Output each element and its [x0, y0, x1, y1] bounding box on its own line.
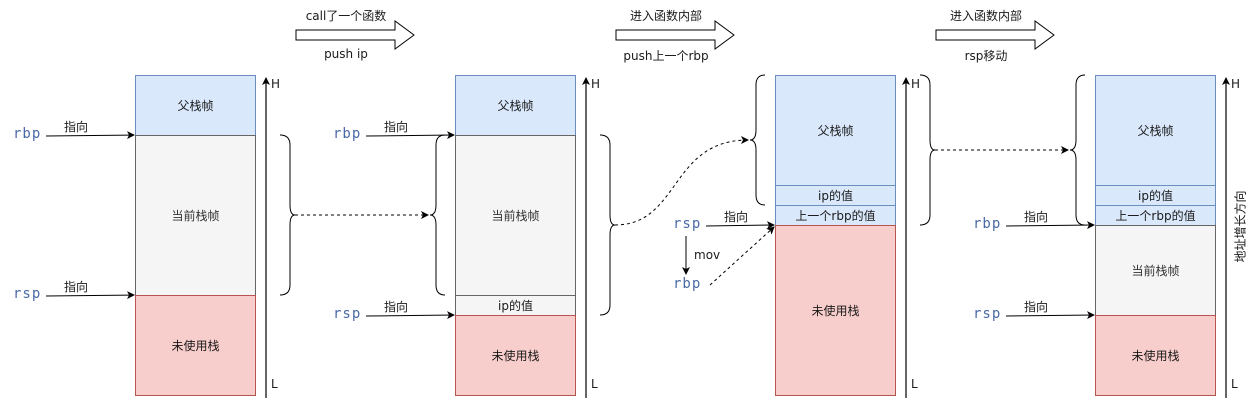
- rbp-register-label: rbp: [333, 126, 362, 142]
- parent-frame-block: 父栈帧: [455, 75, 576, 136]
- rbp-pointer-arrow-1: [45, 131, 135, 140]
- unused-stack-block: 未使用栈: [455, 315, 576, 396]
- rsp-register-label: rsp: [973, 306, 1002, 322]
- pointer-label: 指向: [1024, 210, 1049, 224]
- axis-high-label: H: [271, 77, 281, 91]
- pointer-label: 指向: [1024, 300, 1049, 314]
- current-frame-block: 当前栈帧: [135, 135, 256, 296]
- ip-value-block: ip的值: [455, 295, 576, 316]
- rsp-pointer-arrow-1: [45, 291, 135, 300]
- pointer-label: 指向: [384, 120, 409, 134]
- axis-high-label: H: [1231, 77, 1241, 91]
- transition-arrow-1: [295, 20, 415, 50]
- brace-2-left: [429, 134, 446, 296]
- pointer-label: 指向: [724, 210, 749, 224]
- transition-2-top-label: 进入函数内部: [629, 9, 702, 23]
- ip-value-block: ip的值: [775, 185, 896, 206]
- rbp-register-label: rbp: [673, 276, 702, 292]
- ip-value-block: ip的值: [1095, 185, 1216, 206]
- transition-3-top-label: 进入函数内部: [949, 9, 1022, 23]
- rbp-pointer-arrow-4: [1005, 221, 1095, 230]
- rsp-register-label: rsp: [673, 216, 702, 232]
- transition-1-bottom-label: push ip: [324, 47, 368, 61]
- current-frame-block: 当前栈帧: [1095, 225, 1216, 316]
- rsp-pointer-arrow-4: [1005, 311, 1095, 320]
- transition-arrow-3: [935, 20, 1055, 50]
- rbp-register-label: rbp: [973, 216, 1002, 232]
- unused-stack-block: 未使用栈: [775, 225, 896, 396]
- transition-arrow-2: [615, 20, 735, 50]
- pointer-label: 指向: [64, 280, 89, 294]
- rsp-register-label: rsp: [333, 306, 362, 322]
- axis-low-label: L: [1231, 377, 1238, 391]
- brace-4-left: [1069, 74, 1086, 226]
- brace-1: [279, 134, 296, 296]
- unused-stack-block: 未使用栈: [1095, 315, 1216, 396]
- axis-low-label: L: [271, 377, 278, 391]
- axis-high-label: H: [911, 77, 921, 91]
- rbp-dashed-arrow-3: [709, 226, 775, 286]
- pointer-label: 指向: [64, 120, 89, 134]
- axis-low-label: L: [591, 377, 598, 391]
- brace-3-left: [749, 74, 766, 206]
- current-frame-block: 当前栈帧: [455, 135, 576, 296]
- mov-label: mov: [694, 248, 721, 262]
- brace-2-right: [599, 134, 616, 316]
- transition-1-top-label: call了一个函数: [305, 9, 387, 23]
- rsp-register-label: rsp: [13, 286, 42, 302]
- dashed-connector-2: [614, 136, 749, 226]
- unused-stack-block: 未使用栈: [135, 295, 256, 396]
- rbp-register-label: rbp: [13, 126, 42, 142]
- axis-low-label: L: [911, 377, 918, 391]
- brace-3-right: [919, 74, 936, 226]
- address-growth-direction-label: 地址增长方向: [1233, 190, 1248, 263]
- rsp-pointer-arrow-3: [705, 221, 775, 230]
- transition-3-bottom-label: rsp移动: [964, 49, 1008, 63]
- rsp-pointer-arrow-2: [365, 311, 455, 320]
- parent-frame-block: 父栈帧: [1095, 75, 1216, 186]
- rbp-pointer-arrow-2: [365, 131, 455, 140]
- prev-rbp-value-block: 上一个rbp的值: [1095, 205, 1216, 226]
- parent-frame-block: 父栈帧: [135, 75, 256, 136]
- transition-2-bottom-label: push上一个rbp: [623, 49, 709, 63]
- prev-rbp-value-block: 上一个rbp的值: [775, 205, 896, 226]
- axis-high-label: H: [591, 77, 601, 91]
- pointer-label: 指向: [384, 300, 409, 314]
- parent-frame-block: 父栈帧: [775, 75, 896, 186]
